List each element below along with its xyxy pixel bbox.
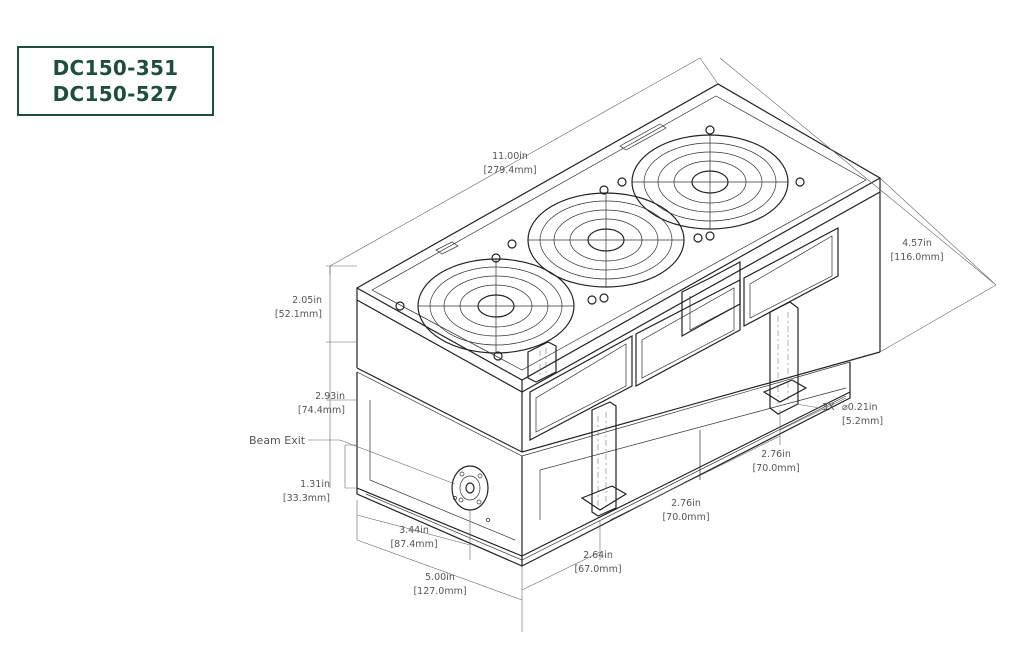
- fan-2: [507, 185, 703, 303]
- dim-mid-height-mm: [74.4mm]: [298, 405, 345, 416]
- mounting-foot-3: [762, 301, 808, 415]
- dim-mount-hole: 3X ⌀0.21in [5.2mm]: [822, 402, 883, 427]
- dim-mount-hole-mm: [5.2mm]: [842, 416, 883, 427]
- dim-length-in: 11.00in: [492, 151, 528, 162]
- dim-foot-spacing-2-mm: [70.0mm]: [662, 512, 709, 523]
- dim-foot-offset-in: 2.64in: [583, 550, 613, 561]
- dim-beam-height-mm: [33.3mm]: [283, 493, 330, 504]
- dim-top-height: 2.05in [52.1mm]: [275, 295, 322, 320]
- mounting-foot-2: [580, 401, 628, 517]
- dim-foot-spacing-2-in: 2.76in: [671, 498, 701, 509]
- dim-mid-height-in: 2.93in: [315, 391, 345, 402]
- dim-foot-offset: 2.64in [67.0mm]: [574, 550, 621, 575]
- dim-top-height-mm: [52.1mm]: [275, 309, 322, 320]
- housing-outline: [355, 83, 882, 567]
- dim-foot-spacing-2: 2.76in [70.0mm]: [662, 498, 709, 523]
- dim-beam-height: 1.31in [33.3mm]: [283, 479, 330, 504]
- dim-width: 4.57in [116.0mm]: [890, 238, 943, 263]
- dim-base-width: 5.00in [127.0mm]: [413, 572, 466, 597]
- dim-length-mm: [279.4mm]: [483, 165, 536, 176]
- dim-beam-offset: 3.44in [87.4mm]: [390, 525, 437, 550]
- dim-foot-spacing-1-in: 2.76in: [761, 449, 791, 460]
- dim-beam-offset-mm: [87.4mm]: [390, 539, 437, 550]
- dim-width-in: 4.57in: [902, 238, 932, 249]
- mounting-foot-1: [527, 341, 557, 383]
- dim-foot-spacing-1-mm: [70.0mm]: [752, 463, 799, 474]
- dim-base-width-mm: [127.0mm]: [413, 586, 466, 597]
- dim-mount-hole-qty: 3X: [822, 402, 835, 413]
- dim-mid-height: 2.93in [74.4mm]: [298, 391, 345, 416]
- dim-foot-spacing-1: 2.76in [70.0mm]: [752, 449, 799, 474]
- beam-exit-label: Beam Exit: [249, 434, 306, 447]
- fan-1: [395, 253, 597, 361]
- model-number-2: DC150-527: [52, 82, 179, 106]
- dim-mount-hole-dia: ⌀0.21in: [842, 402, 878, 413]
- model-number-1: DC150-351: [52, 56, 179, 80]
- dim-foot-offset-mm: [67.0mm]: [574, 564, 621, 575]
- dim-beam-height-in: 1.31in: [300, 479, 330, 490]
- dim-base-width-in: 5.00in: [425, 572, 455, 583]
- model-number-box: DC150-351 DC150-527: [17, 46, 214, 116]
- dim-width-mm: [116.0mm]: [890, 252, 943, 263]
- dim-beam-offset-in: 3.44in: [399, 525, 429, 536]
- dim-length: 11.00in [279.4mm]: [483, 151, 536, 176]
- dimension-lines: [326, 57, 997, 632]
- fan-3: [617, 125, 805, 241]
- beam-exit-port: [451, 465, 490, 522]
- dim-top-height-in: 2.05in: [292, 295, 322, 306]
